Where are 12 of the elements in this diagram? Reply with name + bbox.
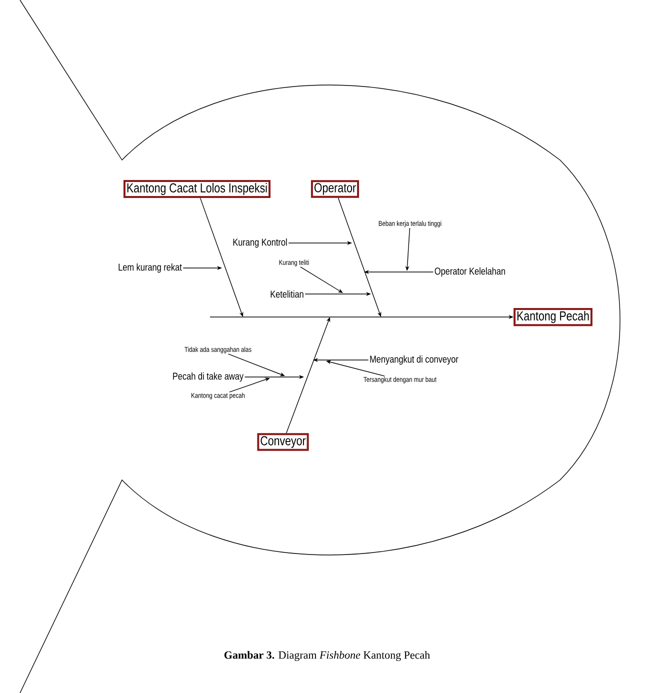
arrow xyxy=(300,266,343,293)
cause-label: Operator Kelelahan xyxy=(434,267,506,277)
category-box: Kantong Cacat Lolos Inspeksi xyxy=(123,180,271,198)
cause-label: Menyangkut di conveyor xyxy=(370,355,458,365)
cause-label: Kurang Kontrol xyxy=(233,238,287,248)
category-box: Operator xyxy=(310,180,360,198)
category-box: Conveyor xyxy=(257,433,309,451)
caption: Gambar 3. Diagram Fishbone Kantong Pecah xyxy=(224,651,430,661)
cause-label: Ketelitian xyxy=(270,290,304,298)
category-box: Kantong Pecah xyxy=(514,308,592,326)
cause-label: Pecah di take away xyxy=(173,372,244,382)
cause-label: Lem kurang rekat xyxy=(118,263,182,273)
